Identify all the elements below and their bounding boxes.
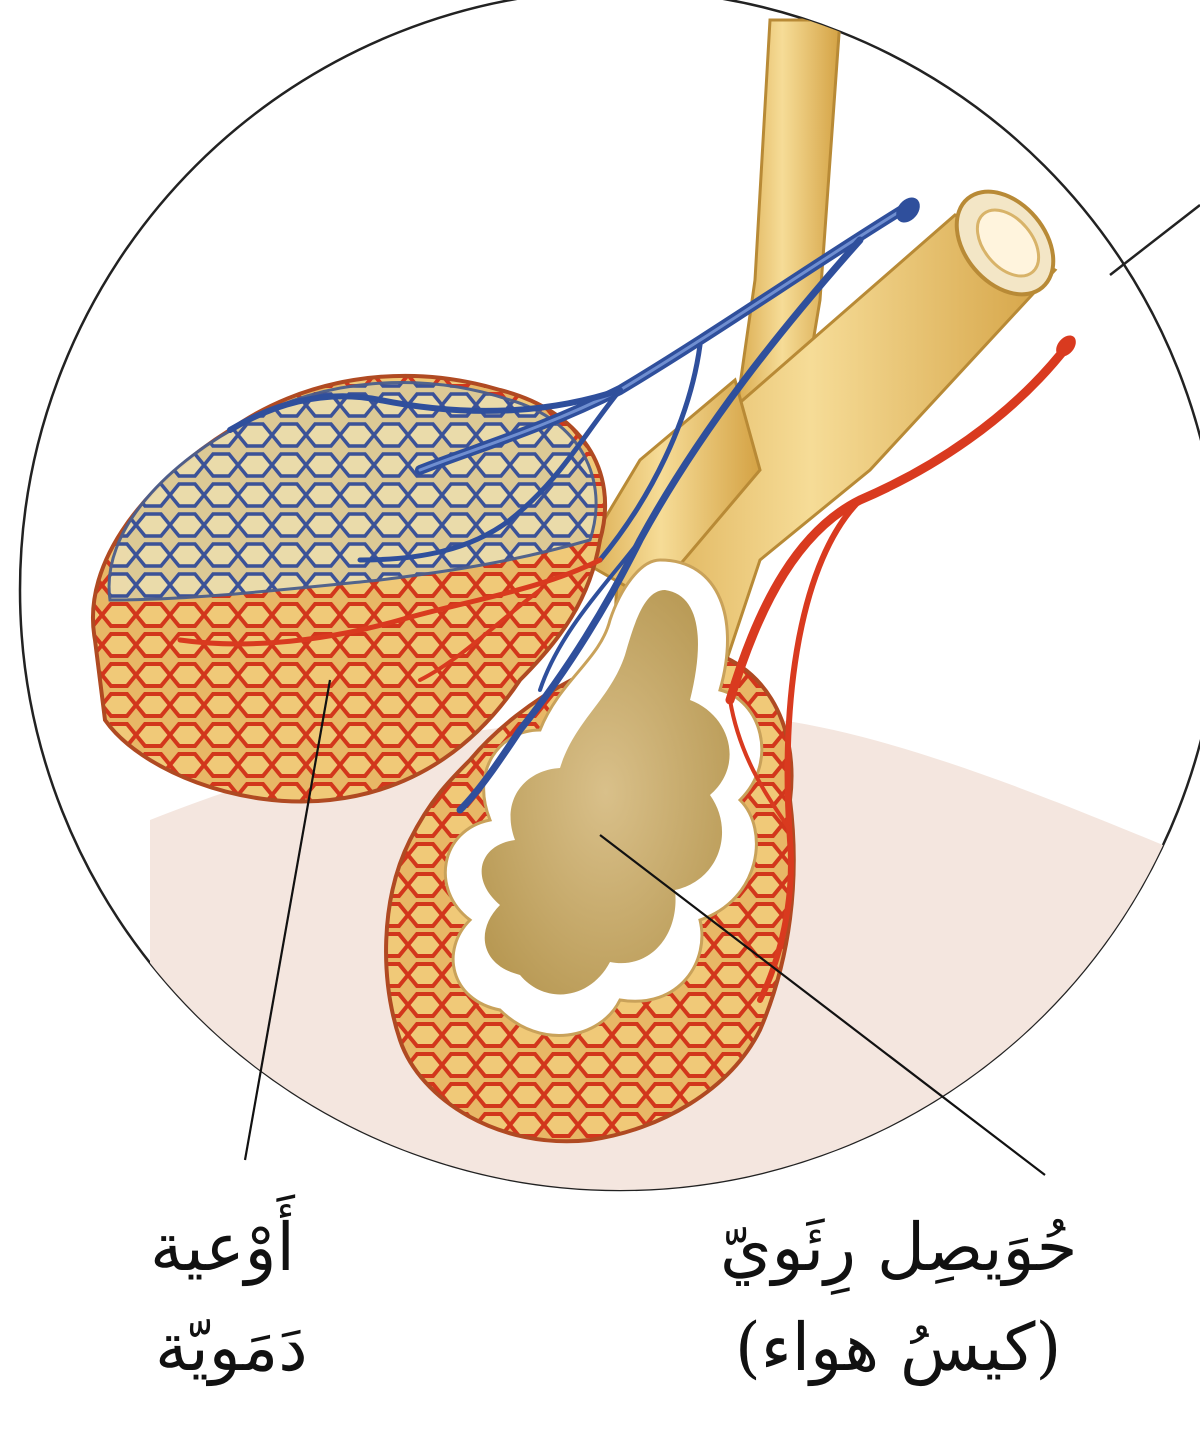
alveolus-label-line2: (كيسُ هواء) (735, 1315, 1061, 1381)
alveolus-label-line1: حُوَيصِل رِئَويّ (720, 1215, 1077, 1281)
magnifier-leader-line (1110, 205, 1200, 275)
blood-vessels-label-line2: دَمَويّة (155, 1315, 308, 1381)
blood-vessels-label-line1: أَوْعية (150, 1215, 295, 1281)
